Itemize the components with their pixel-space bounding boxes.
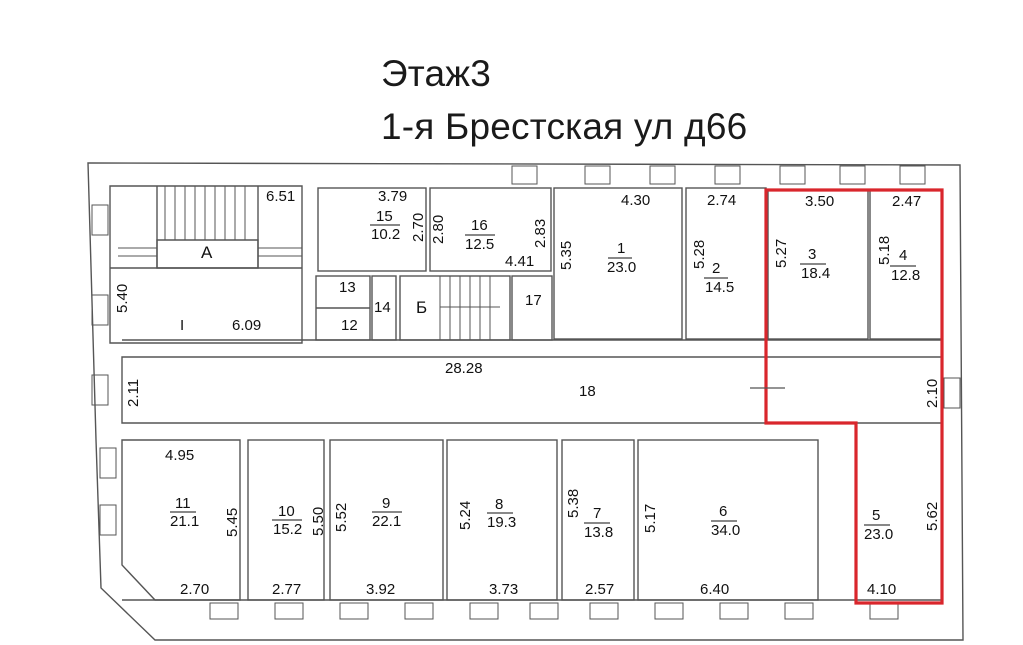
floor-title: Этаж3 (381, 53, 492, 94)
room-9-dim-w: 3.92 (366, 581, 396, 598)
room-11-area: 21.1 (170, 513, 200, 530)
room-16-area: 12.5 (465, 236, 495, 253)
room-7-number: 7 (593, 505, 602, 522)
room-10-number: 10 (278, 503, 295, 520)
room-2-area: 14.5 (705, 279, 735, 296)
room-16-dim-w: 4.41 (505, 253, 535, 270)
room-15-area: 10.2 (371, 226, 401, 243)
room-11-dim-w-top: 4.95 (165, 447, 195, 464)
room-2-number: 2 (712, 260, 721, 277)
room-7-area: 13.8 (584, 524, 614, 541)
room-9-number: 9 (382, 495, 391, 512)
room-18-number: 18 (579, 383, 596, 400)
room-8-number: 8 (495, 496, 504, 513)
stair-a-dim-bottom: 6.09 (232, 317, 262, 334)
stair-a-dim-side: 5.40 (114, 283, 131, 313)
room-5-area: 23.0 (864, 526, 894, 543)
room-4-area: 12.8 (891, 267, 921, 284)
room-7-dim-w: 2.57 (585, 581, 615, 598)
highlighted-area[interactable] (764, 188, 944, 605)
stair-b-label: Б (416, 298, 428, 317)
room-1-dim-h: 5.35 (558, 240, 575, 270)
stair-a-dim-top: 6.51 (266, 188, 296, 205)
room-10-dim-w: 2.77 (272, 581, 302, 598)
room-3-area: 18.4 (801, 265, 831, 282)
corridor-dim-w-right: 2.10 (924, 378, 941, 408)
room-16-number: 16 (471, 217, 488, 234)
room-10-area: 15.2 (273, 521, 303, 538)
room-7-dim-h: 5.38 (565, 488, 582, 518)
room-12-number: 12 (341, 317, 358, 334)
room-8-dim-w: 3.73 (489, 581, 519, 598)
room-14-number: 14 (374, 299, 391, 316)
room-15-number: 15 (376, 208, 393, 225)
corridor-length: 28.28 (445, 360, 483, 377)
room-16-dim-h-left: 2.80 (430, 214, 447, 244)
room-5-number: 5 (872, 507, 881, 524)
room-11-dim-h: 5.45 (224, 507, 241, 537)
room-4-dim-w: 2.47 (892, 193, 922, 210)
room-6-dim-w: 6.40 (700, 581, 730, 598)
address-title: 1-я Брестская ул д66 (381, 106, 748, 147)
room-5-dim-h: 5.62 (924, 501, 941, 531)
fraction-bars (170, 224, 916, 526)
room-2-dim-h: 5.28 (691, 239, 708, 269)
room-5-dim-w: 4.10 (867, 581, 897, 598)
room-3-dim-h: 5.27 (773, 238, 790, 268)
stair-a-label: А (201, 243, 213, 262)
room-3-number: 3 (808, 246, 817, 263)
room-1-dim-w: 4.30 (621, 192, 651, 209)
room-11-number: 11 (175, 495, 191, 512)
corridor-dim-w-left: 2.11 (125, 378, 142, 407)
room-4-dim-h: 5.18 (876, 235, 893, 265)
room-16-dim-h-right: 2.83 (532, 218, 549, 248)
room-1-area: 23.0 (607, 259, 637, 276)
room-8-area: 19.3 (487, 514, 517, 531)
room-6-area: 34.0 (711, 522, 741, 539)
room-6-number: 6 (719, 503, 728, 520)
room-3-dim-w: 3.50 (805, 193, 835, 210)
room-15-dim-w: 3.79 (378, 188, 408, 205)
stair-a-i: I (180, 317, 185, 334)
room-9-dim-h: 5.52 (333, 502, 350, 532)
room-9-area: 22.1 (372, 513, 402, 530)
room-17-number: 17 (525, 292, 542, 309)
room-6-dim-h: 5.17 (642, 503, 659, 533)
room-15-dim-h: 2.70 (410, 212, 427, 242)
room-10-dim-h: 5.50 (310, 506, 327, 536)
room-8-dim-h: 5.24 (457, 500, 474, 530)
room-11-dim-w-bottom: 2.70 (180, 581, 210, 598)
room-1-number: 1 (617, 240, 626, 257)
room-4-number: 4 (899, 247, 908, 264)
room-2-dim-w: 2.74 (707, 192, 737, 209)
room-13-number: 13 (339, 279, 356, 296)
